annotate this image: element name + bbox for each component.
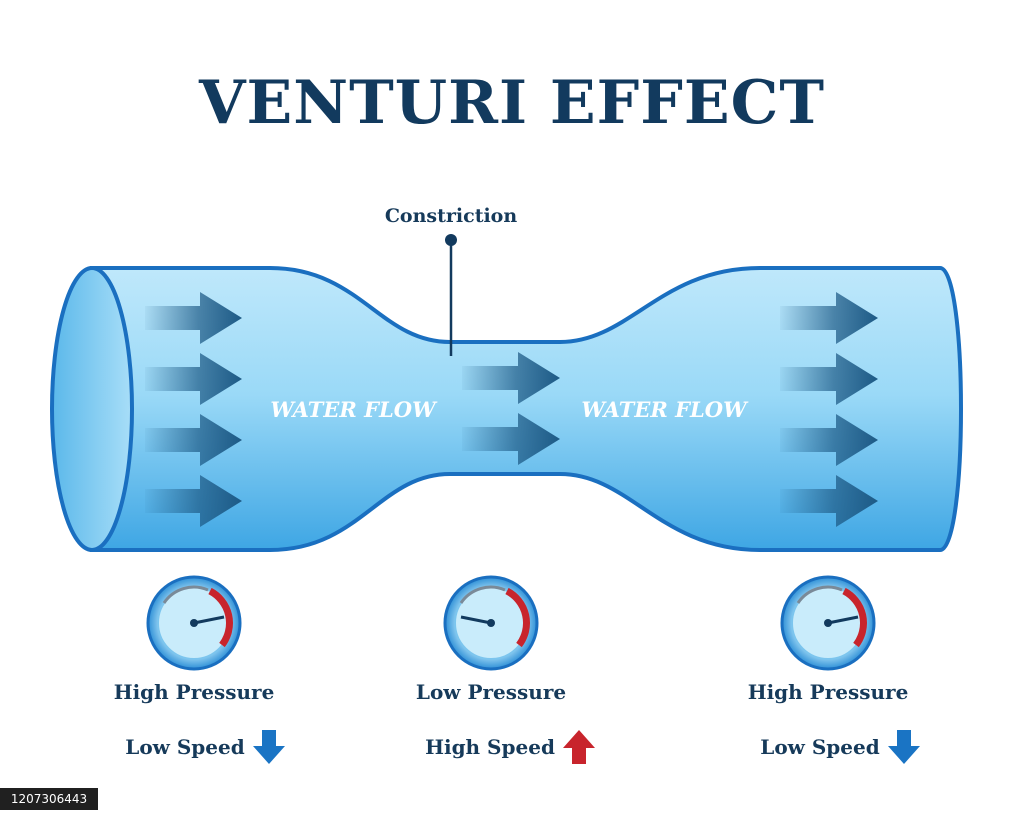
flow-arrow	[780, 414, 878, 466]
image-id-badge: 1207306443	[0, 788, 98, 810]
page-title: VENTURI EFFECT	[199, 68, 825, 138]
flow-arrow	[780, 292, 878, 344]
pipe-body	[90, 266, 963, 552]
pipe-inlet-cap	[50, 266, 134, 552]
water-flow-label-left: WATER FLOW	[270, 397, 438, 422]
speed-label-left: Low Speed	[125, 735, 245, 759]
water-flow-label-right: WATER FLOW	[581, 397, 749, 422]
flow-arrow	[145, 475, 242, 527]
speed-row-right: Low Speed	[710, 730, 970, 764]
constriction-pointer-dot	[445, 234, 457, 246]
pressure-gauge-middle	[443, 575, 539, 671]
pressure-gauge-left	[146, 575, 242, 671]
speed-label-right: Low Speed	[760, 735, 880, 759]
pressure-label-left: High Pressure	[113, 680, 275, 704]
arrow-down-icon	[887, 730, 920, 764]
speed-row-middle: High Speed	[380, 730, 640, 764]
flow-arrow	[145, 292, 242, 344]
speed-row-left: Low Speed	[75, 730, 335, 764]
pressure-gauge-right	[780, 575, 876, 671]
flow-arrows-right	[780, 292, 878, 527]
pressure-label-middle: Low Pressure	[415, 680, 567, 704]
speed-label-middle: High Speed	[425, 735, 555, 759]
flow-arrow	[780, 353, 878, 405]
flow-arrow	[145, 414, 242, 466]
flow-arrow	[780, 475, 878, 527]
flow-arrows-middle	[462, 352, 560, 465]
flow-arrow	[462, 352, 560, 404]
flow-arrow	[462, 413, 560, 465]
flow-arrow	[145, 353, 242, 405]
constriction-label: Constriction	[385, 205, 518, 227]
flow-arrows-left	[145, 292, 242, 527]
arrow-down-icon	[252, 730, 285, 764]
arrow-up-icon	[562, 730, 595, 764]
pressure-label-right: High Pressure	[747, 680, 909, 704]
